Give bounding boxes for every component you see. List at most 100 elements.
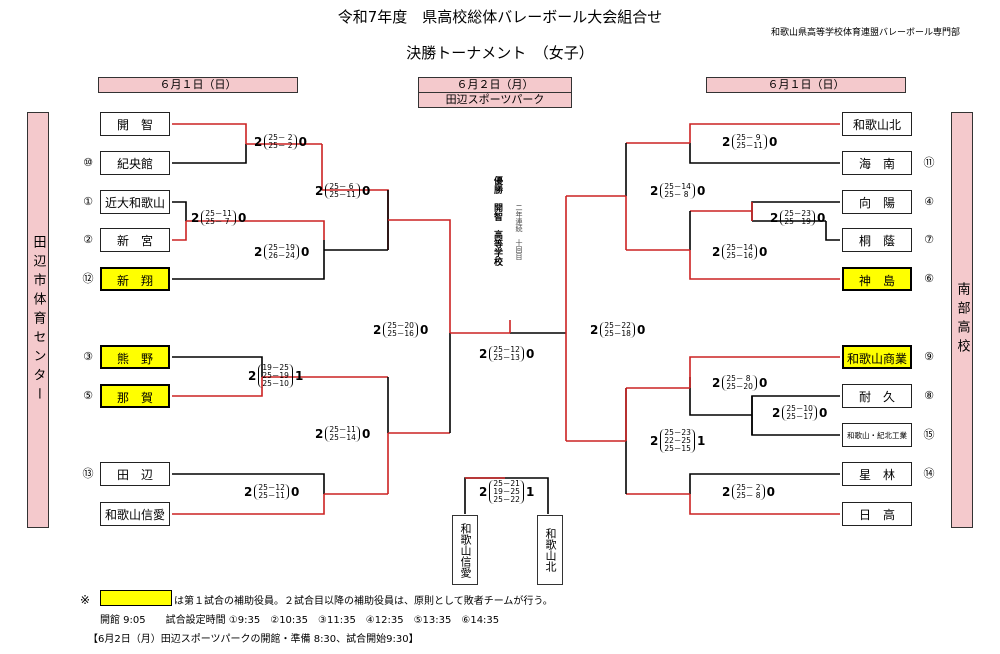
set-score: 25－ 8	[726, 374, 751, 383]
seed-badge: ⑫	[82, 272, 94, 285]
left-date-header: ６月１日（日）	[98, 77, 298, 93]
team-box: 向 陽	[842, 190, 912, 214]
seed-badge: ⑤	[83, 389, 93, 402]
seed-badge: ②	[83, 233, 93, 246]
score-loser: 0	[361, 184, 371, 198]
set-score: 25－10	[786, 404, 813, 413]
set-score: 25－ 7	[205, 217, 230, 226]
team-box-highlighted: 神 島	[842, 267, 912, 291]
score-loser: 0	[758, 245, 768, 259]
score-loser: 0	[361, 427, 371, 441]
score-loser: 0	[816, 211, 826, 225]
page-title: 令和7年度 県高校総体バレーボール大会組合せ	[337, 8, 663, 26]
score-winner: 2	[712, 245, 721, 259]
team-box: 耐 久	[842, 384, 912, 408]
set-score: 25－11	[329, 190, 356, 199]
set-score: 25－12	[493, 345, 520, 354]
set-score: 25－19	[784, 217, 811, 226]
score-winner: 2	[191, 211, 200, 225]
score-winner: 2	[248, 369, 257, 383]
seed-badge: ⑦	[924, 233, 934, 246]
team-box: 桐 蔭	[842, 228, 912, 252]
score-winner: 2	[373, 323, 382, 337]
footer-note-2: 開館 9:05 試合設定時間 ①9:35 ②10:35 ③11:35 ④12:3…	[100, 615, 500, 626]
set-score: 25－ 2	[268, 141, 293, 150]
score-loser: 0	[766, 485, 775, 499]
center-date-header: ６月２日（月）	[418, 77, 572, 93]
page-subtitle: 決勝トーナメント （女子）	[406, 44, 594, 62]
score-winner: 2	[722, 485, 731, 499]
set-score: 19－25	[493, 487, 520, 496]
set-score: 25－ 8	[736, 491, 761, 500]
team-box: 和歌山信愛	[100, 502, 170, 526]
set-score: 19－25	[262, 363, 289, 372]
score-loser: 0	[636, 323, 646, 337]
set-score: 25－11	[329, 425, 356, 434]
set-score: 25－23	[784, 209, 811, 218]
organizer-name: 和歌山県高等学校体育連盟バレーボール専門部	[770, 28, 960, 38]
set-score: 25－13	[493, 353, 520, 362]
seed-badge: ④	[924, 195, 934, 208]
score-winner: 2	[772, 406, 781, 420]
set-score: 25－12	[258, 483, 285, 492]
score-winner: 2	[712, 376, 721, 390]
champion-note: 二年連続 十回目	[515, 204, 523, 260]
score-winner: 2	[722, 135, 731, 149]
score-winner: 2	[315, 184, 324, 198]
team-box: 紀央館	[100, 151, 170, 175]
set-score: 25－14	[664, 182, 691, 191]
score-winner: 2	[650, 184, 659, 198]
champion-label: 優勝 開智 高等学校	[492, 176, 502, 266]
team-box: 開 智	[100, 112, 170, 136]
set-score: 25－15	[664, 444, 691, 453]
score-winner: 2	[254, 135, 263, 149]
score-winner: 2	[315, 427, 324, 441]
team-box: 田 辺	[100, 462, 170, 486]
set-score: 25－19	[268, 243, 295, 252]
set-score: 25－19	[262, 371, 289, 380]
score-loser: 0	[768, 135, 778, 149]
set-score: 25－16	[726, 251, 753, 260]
score-loser: 1	[294, 369, 304, 383]
score-loser: 1	[696, 434, 706, 448]
score-loser: 0	[419, 323, 429, 337]
set-score: 25－14	[329, 433, 356, 442]
seed-badge: ①	[83, 195, 93, 208]
set-score: 25－18	[604, 329, 631, 338]
score-loser: 0	[525, 347, 535, 361]
center-venue-header: 田辺スポーツパーク	[418, 92, 572, 108]
set-score: 25－11	[258, 491, 285, 500]
third-place-right-team: 和歌山北	[537, 515, 563, 585]
set-score: 25－ 9	[736, 133, 761, 142]
seed-badge: ⑮	[923, 428, 935, 441]
seed-badge: ③	[83, 350, 93, 363]
set-score: 25－11	[736, 141, 763, 150]
team-box-highlighted: 那 賀	[100, 384, 170, 408]
score-loser: 0	[818, 406, 828, 420]
